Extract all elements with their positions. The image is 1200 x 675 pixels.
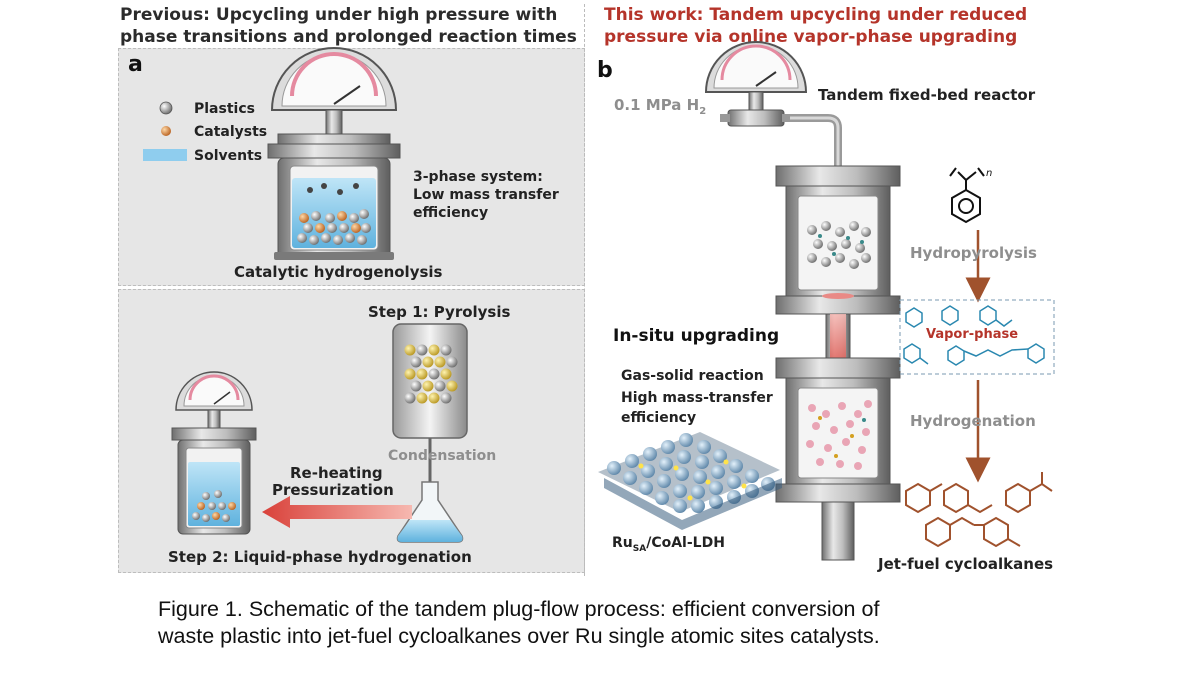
lower-reactor bbox=[775, 357, 901, 561]
pressure-gauge-b bbox=[704, 41, 808, 127]
upper-reactor bbox=[775, 165, 901, 315]
previous-header-line1: Previous: Upcycling under high pressure … bbox=[120, 5, 558, 25]
pressure-value: 0.1 MPa H bbox=[614, 96, 700, 114]
vapor-phase-box bbox=[899, 299, 1055, 375]
hydropyrolysis-label: Hydropyrolysis bbox=[910, 244, 1037, 262]
gas-pipe bbox=[790, 114, 842, 168]
legend-markers bbox=[143, 101, 187, 161]
figure-caption-line2: waste plastic into jet-fuel cycloalkanes… bbox=[158, 624, 880, 648]
upper-reactor-particles bbox=[807, 221, 871, 269]
reheating-label: Re-heating bbox=[290, 464, 383, 482]
this-work-header-line2: pressure via online vapor-phase upgradin… bbox=[604, 27, 1018, 47]
polystyrene-structure bbox=[949, 167, 985, 224]
in-situ-upgrading-label: In-situ upgrading bbox=[613, 326, 780, 346]
catalyst-label: RuSA/CoAl-LDH bbox=[612, 534, 725, 558]
catalytic-hydrogenolysis-label: Catalytic hydrogenolysis bbox=[234, 263, 443, 281]
legend-plastics: Plastics bbox=[194, 101, 255, 117]
three-phase-note-line1: 3-phase system: bbox=[413, 169, 543, 185]
catalyst-ru: Ru bbox=[612, 535, 633, 551]
mass-transfer-label-line2: efficiency bbox=[621, 410, 697, 426]
cycloalkane-structures bbox=[905, 472, 1053, 548]
gas-solid-reaction-label: Gas-solid reaction bbox=[621, 368, 764, 384]
legend-catalysts: Catalysts bbox=[194, 124, 268, 140]
vapor-phase-label: Vapor-phase bbox=[924, 327, 1021, 342]
pressure-label: 0.1 MPa H2 bbox=[614, 96, 706, 117]
pyrolysis-particles bbox=[404, 344, 458, 404]
polymer-subscript-n: n bbox=[986, 168, 993, 179]
tandem-reactor-label: Tandem fixed-bed reactor bbox=[818, 86, 1036, 104]
vapor-phase-aromatics bbox=[903, 305, 1045, 366]
condensation-flask bbox=[396, 481, 464, 543]
figure-caption-line1: Figure 1. Schematic of the tandem plug-f… bbox=[158, 597, 880, 621]
step1-pyrolysis-label: Step 1: Pyrolysis bbox=[368, 303, 511, 321]
three-phase-note-line2: Low mass transfer bbox=[413, 187, 559, 203]
pressure-subscript: 2 bbox=[699, 106, 707, 117]
previous-header-line2: phase transitions and prolonged reaction… bbox=[120, 27, 577, 47]
autoclave-a2 bbox=[171, 371, 257, 535]
legend-solvents: Solvents bbox=[194, 148, 263, 164]
catalyst-sa-subscript: SA bbox=[632, 543, 647, 554]
catalyst-support: /CoAl-LDH bbox=[646, 535, 725, 551]
step2-hydrogenation-label: Step 2: Liquid-phase hydrogenation bbox=[168, 548, 472, 566]
pressurization-label: Pressurization bbox=[272, 481, 394, 499]
vapor-connector bbox=[825, 313, 851, 359]
panel-b-letter: b bbox=[597, 58, 613, 83]
autoclave-a-particles bbox=[297, 183, 371, 245]
ldh-catalyst-lattice bbox=[598, 432, 782, 530]
hydrogenation-label: Hydrogenation bbox=[910, 412, 1036, 430]
mass-transfer-label-line1: High mass-transfer bbox=[621, 390, 773, 406]
this-work-header-line1: This work: Tandem upcycling under reduce… bbox=[604, 5, 1028, 25]
three-phase-note-line3: efficiency bbox=[413, 205, 489, 221]
panel-a-letter: a bbox=[128, 52, 143, 77]
lower-reactor-particles bbox=[806, 400, 872, 470]
reheating-arrow bbox=[262, 496, 412, 528]
condensation-label: Condensation bbox=[388, 448, 497, 464]
jet-fuel-cycloalkanes-label: Jet-fuel cycloalkanes bbox=[878, 555, 1054, 573]
panel-separator bbox=[584, 4, 585, 576]
